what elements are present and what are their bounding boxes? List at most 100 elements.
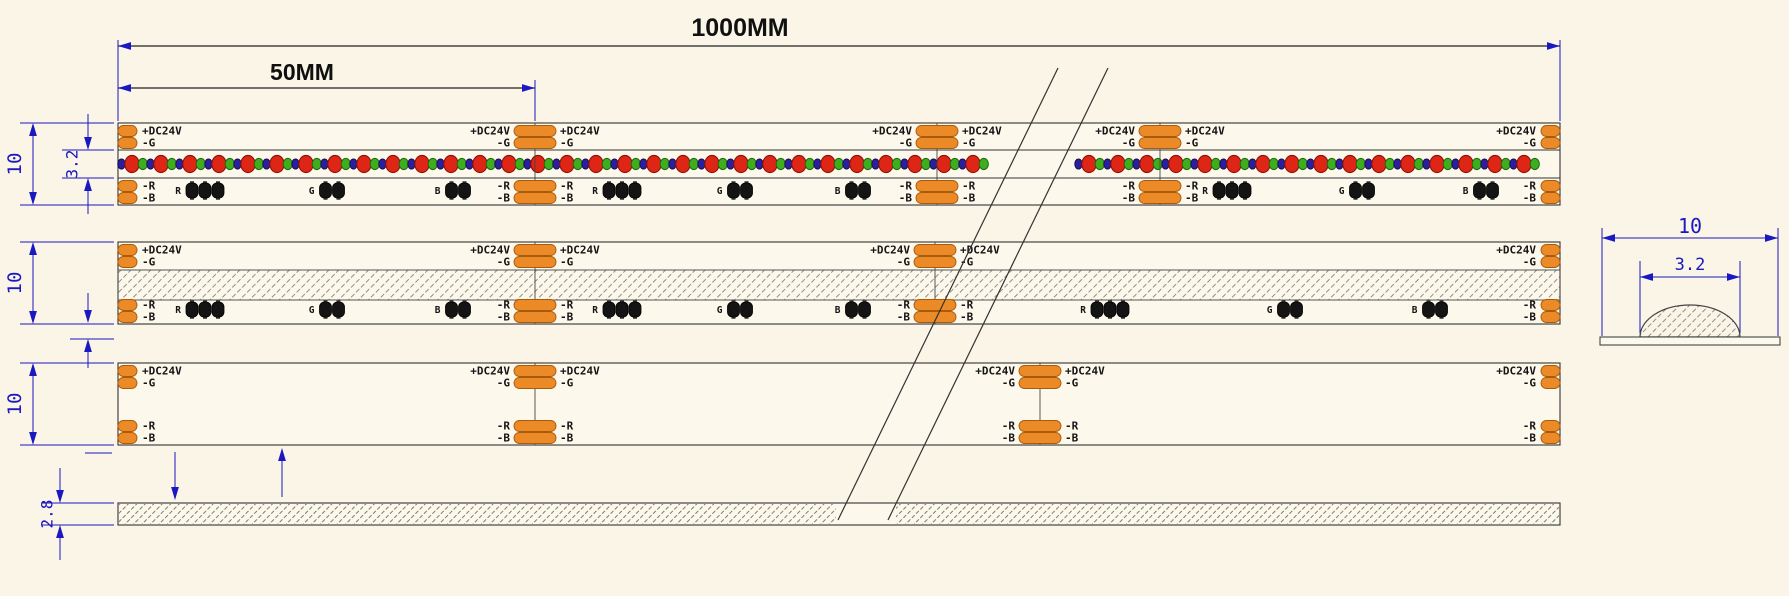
cut-point-pads: +DC24V-G-R-B+DC24V-G-R-B bbox=[975, 365, 1105, 445]
solder-pad bbox=[1540, 137, 1561, 149]
cut-point-pads: +DC24V-G-R-B+DC24V-G-R-B bbox=[470, 125, 600, 205]
led-chip-green bbox=[514, 157, 525, 171]
led-chip-green bbox=[1529, 157, 1540, 171]
resistor-body bbox=[727, 301, 740, 318]
led-chip-red bbox=[211, 154, 227, 174]
resistor-channel-label: R bbox=[592, 186, 598, 197]
led-chip-green bbox=[804, 157, 815, 171]
dim-arrowhead bbox=[118, 84, 131, 92]
pad-label: -R bbox=[1065, 420, 1079, 433]
led-chip-green bbox=[1239, 157, 1250, 171]
pad-label: -R bbox=[962, 180, 976, 193]
pad-label: -G bbox=[497, 256, 511, 269]
led-chip-blue bbox=[117, 158, 126, 170]
resistor-body bbox=[458, 301, 471, 318]
solder-pad bbox=[915, 192, 959, 204]
led-chip-green bbox=[1181, 157, 1192, 171]
led-chip-green bbox=[949, 157, 960, 171]
pad-label: -B bbox=[497, 311, 511, 324]
solder-pad bbox=[1540, 299, 1561, 311]
led-chip-red bbox=[1168, 154, 1184, 174]
led-chip-red bbox=[733, 154, 749, 174]
resistor-terminal bbox=[1108, 316, 1112, 319]
resistor-terminal bbox=[620, 300, 624, 303]
resistor-terminal bbox=[849, 181, 854, 184]
dimension-emitting-width bbox=[62, 114, 114, 214]
led-chip-blue bbox=[784, 158, 793, 170]
led-chip-green bbox=[862, 157, 873, 171]
led-chip-blue bbox=[378, 158, 387, 170]
resistor-terminal bbox=[1353, 197, 1358, 200]
pad-label: -B bbox=[899, 192, 913, 205]
led-chip-blue bbox=[146, 158, 155, 170]
pad-label: +DC24V bbox=[1185, 125, 1225, 138]
rgb-led-cluster bbox=[1219, 154, 1250, 174]
resistor-terminal bbox=[607, 316, 611, 319]
resistor-terminal bbox=[633, 197, 637, 200]
section-width-dimension-text: 10 bbox=[1678, 214, 1702, 238]
resistor-terminal bbox=[849, 316, 854, 319]
resistor-terminal bbox=[336, 316, 341, 319]
dim-arrowhead bbox=[84, 178, 92, 191]
led-chip-blue bbox=[291, 158, 300, 170]
led-chip-red bbox=[965, 154, 981, 174]
resistor-terminal bbox=[1095, 316, 1099, 319]
rgb-led-cluster bbox=[1306, 154, 1337, 174]
solder-pad bbox=[1540, 256, 1561, 268]
rgb-led-cluster bbox=[291, 154, 322, 174]
resistor-body bbox=[185, 301, 199, 318]
rgb-led-cluster bbox=[204, 154, 235, 174]
resistor-terminal bbox=[1490, 181, 1495, 184]
led-chip-green bbox=[543, 157, 554, 171]
rgb-led-cluster bbox=[233, 154, 264, 174]
resistor-terminal bbox=[190, 300, 194, 303]
resistor-terminal bbox=[849, 197, 854, 200]
dim-arrowhead bbox=[29, 192, 37, 205]
rgb-led-cluster bbox=[1364, 154, 1395, 174]
resistor-channel-label: R bbox=[592, 305, 598, 316]
resistor-terminal bbox=[1217, 197, 1221, 200]
rgb-led-cluster bbox=[1248, 154, 1279, 174]
resistor-channel-label: R bbox=[175, 305, 181, 316]
led-chip-red bbox=[646, 154, 662, 174]
strip1-width-dimension-text: 10 bbox=[4, 153, 26, 176]
led-chip-green bbox=[485, 157, 496, 171]
led-chip-green bbox=[920, 157, 931, 171]
rgb-led-cluster bbox=[378, 154, 409, 174]
led-chip-red bbox=[791, 154, 807, 174]
pad-label: -B bbox=[1065, 432, 1079, 445]
solder-pad bbox=[1138, 137, 1182, 149]
strip-front-view-leds: +DC24V-G-R-B+DC24V-G-R-B+DC24V-G-R-B+DC2… bbox=[117, 122, 1561, 206]
pad-label: -R bbox=[142, 420, 156, 433]
pad-label: -B bbox=[142, 432, 156, 445]
cut-point-pads: +DC24V-G-R-B+DC24V-G-R-B bbox=[470, 365, 600, 445]
pad-label: +DC24V bbox=[560, 244, 600, 257]
led-chip-green bbox=[1384, 157, 1395, 171]
resistor-body bbox=[1090, 301, 1104, 318]
pad-label: -G bbox=[960, 256, 974, 269]
led-chip-red bbox=[501, 154, 517, 174]
solder-pad bbox=[1138, 180, 1182, 192]
led-chip-blue bbox=[465, 158, 474, 170]
pad-label: -G bbox=[1523, 377, 1537, 390]
resistor-terminal bbox=[336, 181, 341, 184]
led-chip-green bbox=[601, 157, 612, 171]
cut-length-dimension-text: 50MM bbox=[270, 59, 334, 85]
resistor-group-b: B bbox=[1463, 181, 1499, 200]
break-line bbox=[837, 67, 1059, 521]
rgb-led-cluster bbox=[639, 154, 670, 174]
resistor-body bbox=[198, 182, 212, 199]
led-chip-red bbox=[704, 154, 720, 174]
resistor-body bbox=[332, 182, 345, 199]
pad-label: -G bbox=[1523, 256, 1537, 269]
led-chip-red bbox=[849, 154, 865, 174]
dim-arrowhead bbox=[1640, 273, 1653, 281]
dim-arrowhead bbox=[1765, 234, 1778, 242]
resistor-terminal bbox=[862, 197, 867, 200]
resistor-terminal bbox=[462, 300, 467, 303]
pad-label: -R bbox=[560, 180, 574, 193]
thickness-dimension-text: 2.8 bbox=[38, 500, 57, 529]
resistor-body bbox=[727, 182, 740, 199]
resistor-terminal bbox=[1281, 300, 1286, 303]
pad-label: -G bbox=[1122, 137, 1136, 150]
